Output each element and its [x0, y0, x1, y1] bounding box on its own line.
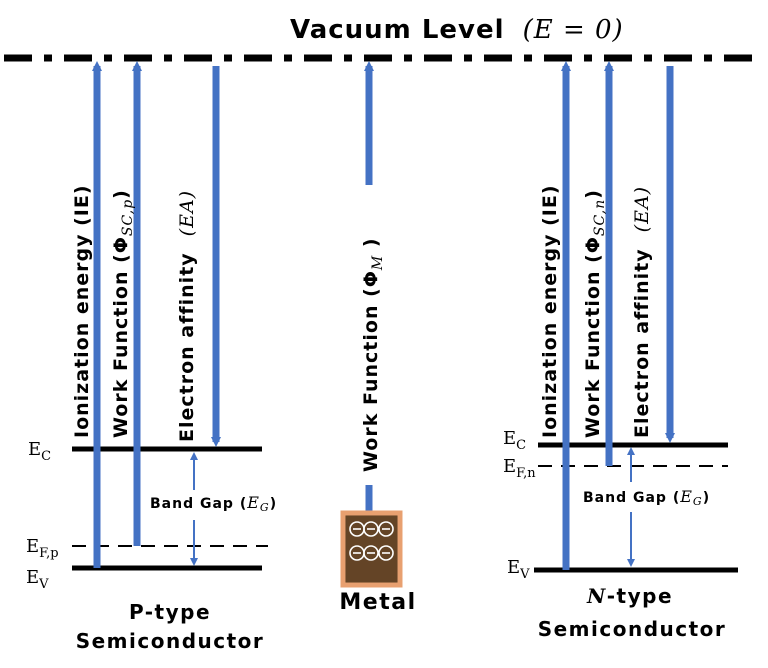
- p-ef-label: EF,p: [26, 536, 59, 561]
- p-electron-affinity-label: Electron affinity(EA): [176, 190, 198, 442]
- metal: Work Function (ΦM ) Metal: [339, 61, 416, 615]
- electron-icon: [363, 521, 379, 537]
- p-ev-label: EV: [26, 567, 49, 592]
- electron-icon: [363, 545, 379, 561]
- metal-electrons: [349, 521, 394, 561]
- p-type-title-line1: P-type: [129, 600, 211, 624]
- n-ec-label: EC: [503, 428, 526, 453]
- n-ev-label: EV: [507, 557, 530, 582]
- p-ec-label: EC: [28, 439, 51, 464]
- metal-work-function-label: Work Function (ΦM ): [360, 237, 386, 472]
- n-work-function-label: Work Function (ΦSC,n): [582, 189, 608, 438]
- n-band-gap-label: Band Gap (EG): [583, 487, 710, 508]
- electron-icon: [378, 545, 394, 561]
- p-ionization-energy-label: Ionization energy (IE): [71, 184, 93, 438]
- n-type-semiconductor: Ionization energy (IE) Work Function (ΦS…: [503, 61, 738, 641]
- electron-icon: [378, 521, 394, 537]
- p-work-function-label: Work Function (ΦSC,p): [110, 189, 136, 438]
- p-type-title-line2: Semiconductor: [76, 629, 265, 653]
- n-ef-label: EF,n: [503, 456, 536, 481]
- p-type-semiconductor: Ionization energy (IE) Work Function (ΦS…: [26, 61, 277, 653]
- n-type-title-line1: N-type: [586, 584, 673, 608]
- n-ionization-energy-label: Ionization energy (IE): [539, 184, 561, 438]
- p-band-gap-label: Band Gap (EG): [150, 493, 277, 514]
- vacuum-level-title: Vacuum Level (E = 0): [290, 15, 624, 45]
- n-electron-affinity-label: Electron affinity(EA): [631, 186, 653, 438]
- metal-title: Metal: [339, 590, 416, 615]
- n-type-title-line2: Semiconductor: [538, 617, 727, 641]
